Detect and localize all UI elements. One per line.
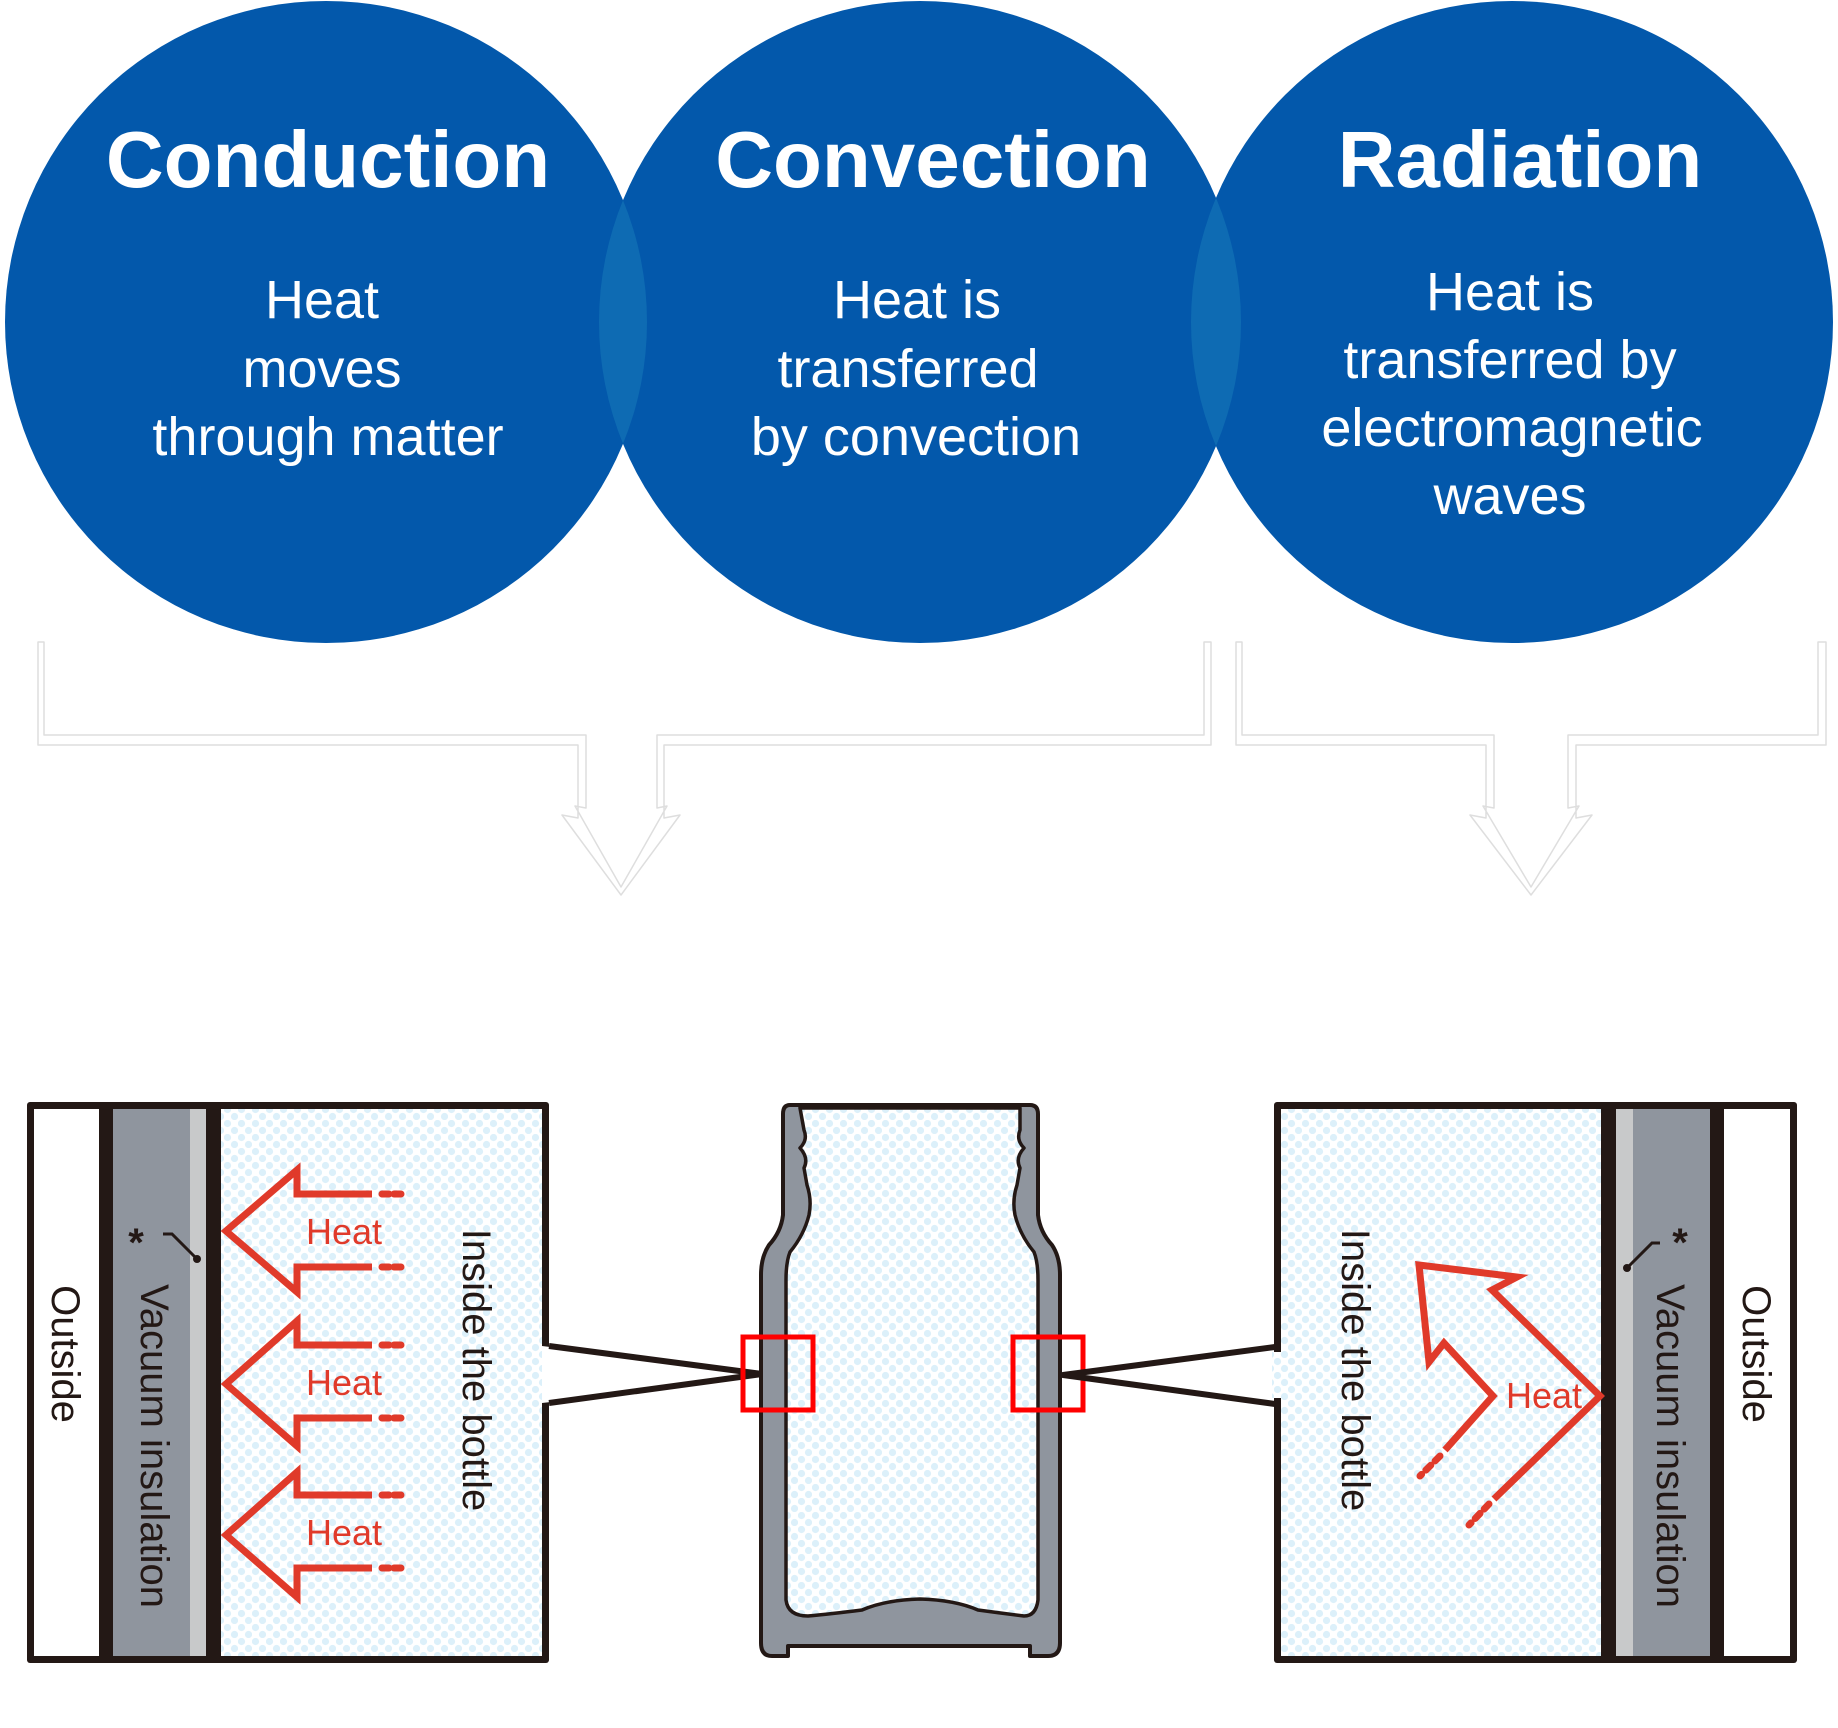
- vacuum-insulation-region: [1633, 1109, 1710, 1656]
- left-detail-panel: Outside Vacuum insulation * Inside the b…: [27, 1102, 549, 1663]
- conduction-circle: [5, 1, 647, 643]
- conduction-title: Conduction: [106, 115, 550, 204]
- connector-left: [37, 641, 1212, 896]
- left-highlight-box: [740, 1334, 816, 1413]
- conduction-desc-line: Heat: [265, 270, 379, 330]
- heat-arrow-outline: [1415, 1260, 1606, 1502]
- heat-arrow-1: [220, 1162, 408, 1300]
- vacuum-insulation-label: Vacuum insulation: [132, 1284, 176, 1608]
- heat-arrow-dashes: [1465, 1500, 1493, 1529]
- outside-label: Outside: [1734, 1285, 1778, 1423]
- convection-title: Convection: [715, 115, 1151, 204]
- outside-region: [34, 1109, 99, 1656]
- asterisk-leader-dot: [193, 1255, 201, 1263]
- radiation-desc-line: electromagnetic: [1321, 398, 1702, 458]
- right-callout-pointer: [1060, 1344, 1281, 1407]
- heat-arrow-2: [220, 1313, 408, 1454]
- vacuum-insulation-label: Vacuum insulation: [1648, 1284, 1692, 1608]
- left-callout-pointer: [542, 1343, 763, 1406]
- heat-label: Heat: [306, 1362, 382, 1403]
- radiation-desc-line: waves: [1432, 466, 1586, 526]
- heat-arrow-dashes: [1416, 1452, 1444, 1480]
- radiation-desc-line: Heat is: [1426, 262, 1594, 322]
- heat-arrow-outline: [220, 1162, 372, 1300]
- heat-arrow-outline: [220, 1313, 372, 1454]
- connector-right: [1235, 641, 1827, 896]
- insulation-inner-layer: [190, 1109, 206, 1656]
- convection-desc-line: Heat is: [833, 270, 1001, 330]
- bottle-interior: [784, 1106, 1040, 1618]
- concept-circles: [5, 1, 1833, 643]
- convection-desc-line: transferred: [777, 339, 1038, 399]
- heat-label: Heat: [1506, 1375, 1582, 1416]
- radiation-desc-line: transferred by: [1343, 330, 1676, 390]
- inside-bottle-region: [1281, 1109, 1601, 1656]
- heat-arrow-3: [220, 1464, 408, 1605]
- asterisk-leader-line: [163, 1232, 199, 1261]
- asterisk-leader-line: [1625, 1241, 1660, 1270]
- convection-circle: [599, 1, 1241, 643]
- asterisk-mark: *: [1672, 1221, 1688, 1265]
- conduction-desc-line: moves: [242, 339, 401, 399]
- asterisk-mark: *: [128, 1221, 144, 1265]
- inside-bottle-label: Inside the bottle: [1333, 1229, 1377, 1511]
- radiation-circle: [1191, 1, 1833, 643]
- right-detail-panel: Inside the bottle Vacuum insulation * Ou…: [1272, 1102, 1797, 1663]
- inside-bottle-label: Inside the bottle: [454, 1229, 498, 1511]
- heat-label: Heat: [306, 1512, 382, 1553]
- convection-desc-line: by convection: [751, 407, 1081, 467]
- heat-label: Heat: [306, 1211, 382, 1252]
- radiation-title: Radiation: [1338, 115, 1702, 204]
- bottle-cross-section: [740, 1103, 1086, 1658]
- outside-label: Outside: [43, 1285, 87, 1423]
- asterisk-leader-dot: [1623, 1264, 1631, 1272]
- radiation-heat-arrow: [1415, 1260, 1606, 1529]
- heat-arrow-outline: [220, 1464, 372, 1605]
- outside-region: [1724, 1109, 1790, 1656]
- insulation-inner-layer: [1616, 1109, 1633, 1656]
- vacuum-insulation-region: [113, 1109, 190, 1656]
- conduction-desc-line: through matter: [152, 407, 503, 467]
